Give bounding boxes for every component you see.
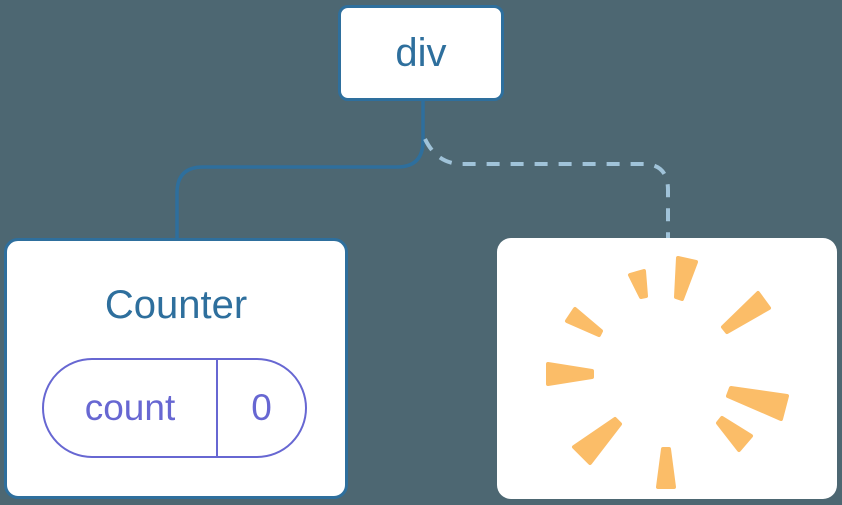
counter-title: Counter <box>104 283 248 327</box>
removed-component-card <box>497 238 837 499</box>
root-node-label: div <box>395 30 447 75</box>
state-pill: count 0 <box>42 358 307 458</box>
state-value-label: 0 <box>251 387 272 428</box>
root-node-card: div <box>338 5 504 101</box>
counter-component-card: Counter count 0 <box>4 238 348 499</box>
state-key-label: count <box>44 360 218 456</box>
dashed-connector-line <box>423 138 670 239</box>
solid-connector-line <box>175 98 425 241</box>
